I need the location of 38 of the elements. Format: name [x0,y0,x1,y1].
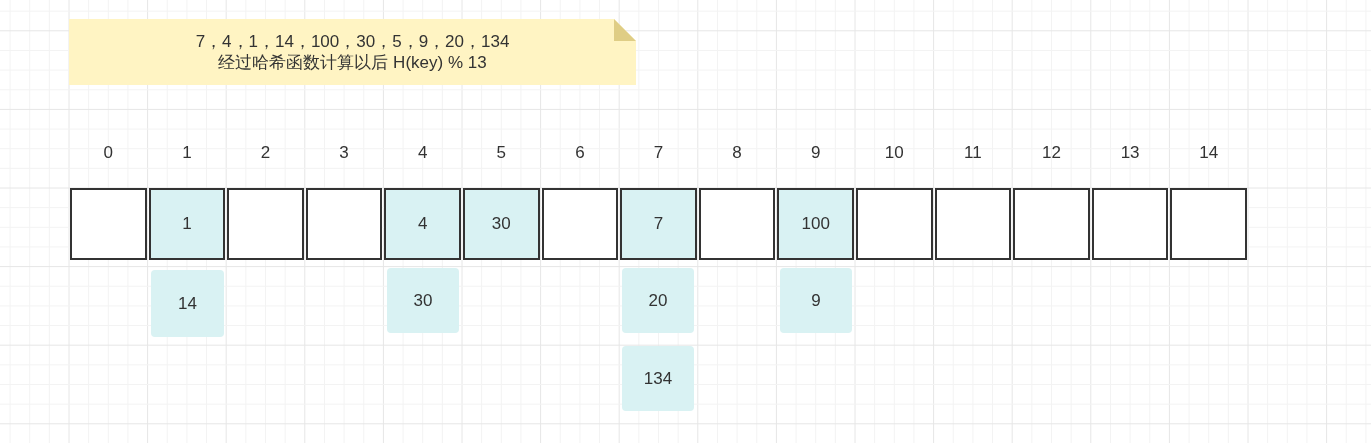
index-label: 1 [182,143,192,163]
note-text: 7，4，1，14，100，30，5，9，20，134 [195,31,510,52]
array-cell [1170,188,1247,260]
index-label: 6 [575,143,585,163]
index-label: 7 [653,143,664,163]
index-label: 11 [964,143,982,163]
value-box: 9 [780,268,852,333]
array-cell [856,188,933,260]
index-label: 14 [1199,143,1219,163]
index-label: 10 [884,143,904,163]
index-label: 4 [417,143,428,163]
array-cell: 1 [148,188,226,260]
index-label: 8 [732,143,742,163]
array-cell: 30 [463,188,540,260]
index-label: 13 [1120,143,1140,163]
array-cell [934,188,1012,260]
array-cell [541,188,619,260]
array-cell: 100 [777,188,854,260]
array-cell: 7 [620,188,697,260]
index-label: 9 [810,143,821,163]
array-cell [227,188,304,260]
index-label: 12 [1042,143,1061,163]
array-cell [698,188,776,260]
index-label: 2 [260,143,271,163]
array-cell [305,188,383,260]
index-label: 3 [339,143,349,163]
sticky-note [69,19,636,85]
value-box: 134 [622,346,694,411]
value-box: 30 [387,268,459,333]
index-label: 0 [103,143,114,163]
index-label: 5 [496,143,507,163]
array-cell [1091,188,1169,260]
value-box: 14 [151,270,224,337]
array-cell [1013,188,1090,260]
value-box: 20 [622,268,694,333]
array-cell: 4 [384,188,461,260]
note-text: 经过哈希函数计算以后 H(key) % 13 [218,52,487,73]
array-cell [70,188,147,260]
